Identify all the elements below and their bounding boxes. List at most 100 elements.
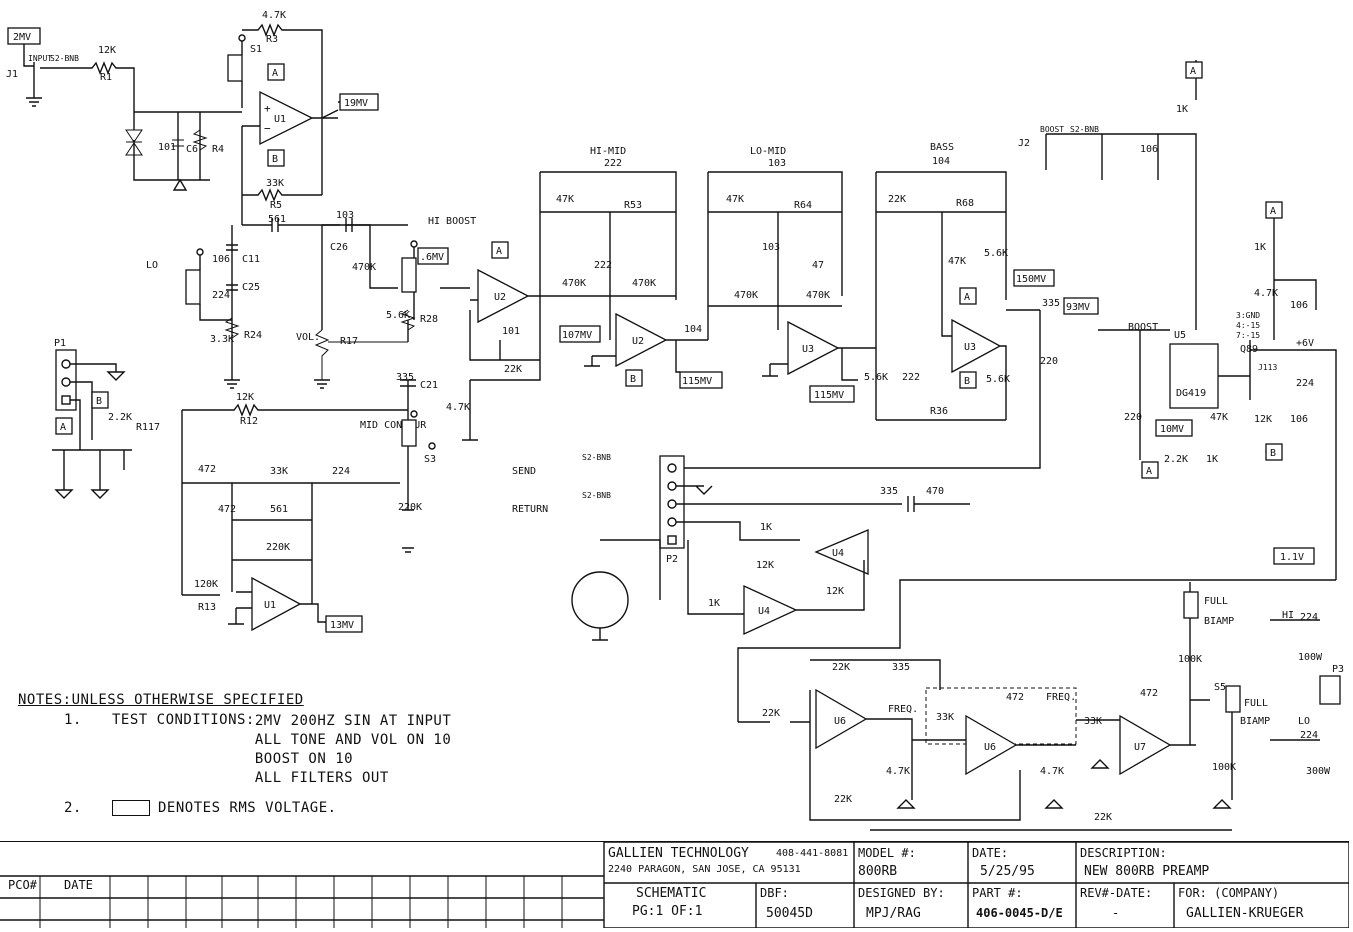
p1-rail-b-text: B [96, 396, 102, 407]
model-label: MODEL #: [858, 846, 916, 860]
c35-value: 224 [1296, 378, 1314, 389]
part-value: 406-0045-D/E [976, 906, 1063, 920]
s1-switch[interactable] [227, 54, 243, 82]
freq-gang-pot [925, 687, 1077, 745]
rms-1v1 [1273, 547, 1315, 565]
wire [539, 171, 677, 300]
vol-pot [314, 329, 408, 380]
r1-ref: R1 [100, 72, 112, 83]
freq-label-2: FREQ. [1046, 692, 1076, 703]
wire [1016, 700, 1196, 746]
s5-full-biamp-switch[interactable] [1225, 685, 1241, 713]
vol-label: VOL. [296, 332, 320, 343]
r30-value: 4.7K [446, 402, 470, 413]
wire [737, 579, 1336, 722]
u4-label: U4 [832, 548, 844, 559]
gnd-label: 3:GND [1236, 311, 1260, 320]
note-1-conditions: 2MV 200HZ SIN AT INPUT ALL TONE AND VOL … [255, 712, 451, 788]
r3-ref: R3 [266, 34, 278, 45]
j113-label: J113 [1258, 363, 1277, 372]
note-1-line-3: BOOST ON 10 [254, 751, 354, 767]
r17-ref: R17 [340, 336, 358, 347]
hiboost-wiring [407, 247, 415, 470]
p1-rail-b [91, 391, 109, 409]
p2-pin5 [667, 535, 677, 545]
u3b-opamp [951, 318, 1002, 374]
u7-opamp [1119, 714, 1172, 776]
note-2-text: DENOTES RMS VOLTAGE. [158, 800, 337, 816]
rms-dg-text: 10MV [1160, 424, 1184, 435]
c86-value: 224 [1300, 612, 1318, 623]
c37-value: 222 [604, 158, 622, 169]
u6-opamp [815, 688, 868, 750]
title-block-grid [0, 842, 1349, 928]
note-1-label: TEST CONDITIONS: [112, 712, 255, 728]
lomid-label: LO-MID [750, 146, 786, 157]
wire [52, 363, 132, 490]
wire [1273, 218, 1317, 340]
s5-label: S5 [1214, 682, 1226, 693]
u3b-rail-b [959, 371, 977, 389]
biamp-label-1: BIAMP [1204, 616, 1234, 627]
himid-label: HI-MID [590, 146, 626, 157]
input-jack-ground [23, 44, 42, 107]
r1-value: 12K [98, 45, 116, 56]
r91-value: 4.7K [1254, 288, 1278, 299]
rms-box-legend [112, 800, 150, 816]
dbf-value: 50045D [766, 906, 813, 921]
rms-u2b [679, 371, 723, 389]
r53-ref: R53 [624, 200, 642, 211]
r13-ref: R13 [198, 602, 216, 613]
hiboost-switch[interactable] [401, 257, 417, 293]
u3b-label: U3 [964, 342, 976, 353]
r4-res [192, 129, 208, 151]
u1-wiring [241, 117, 338, 225]
dg-rail-a2 [1141, 461, 1159, 479]
j2-label: J2 [1018, 138, 1030, 149]
rev-value: - [1112, 906, 1120, 920]
c25-ref: C25 [242, 282, 260, 293]
rail-a-u1 [267, 63, 285, 81]
ground-2 [224, 379, 240, 389]
midcontour-switch[interactable] [401, 419, 417, 447]
rms-1v1-text: 1.1V [1280, 552, 1304, 563]
r98-value: 4.7K [886, 766, 910, 777]
lo-switch[interactable] [185, 269, 201, 305]
p2-pin1 [667, 463, 677, 473]
wire [680, 310, 1041, 469]
rms-u3 [809, 385, 855, 403]
rms-u3-text: 115MV [814, 390, 844, 401]
r87a-value: 2.2K [1164, 454, 1188, 465]
r60-value: 22K [888, 194, 906, 205]
s4-full-biamp-switch[interactable] [1183, 591, 1199, 619]
rms-u2b-text: 115MV [682, 376, 712, 387]
v4-label: 4:-15 [1236, 321, 1260, 330]
c113-value: 472 [1140, 688, 1158, 699]
r12-path [182, 403, 408, 417]
u1-plus: + [264, 102, 271, 115]
j1-jack-label: INPUT [28, 54, 52, 63]
dg-rail-a-text: A [1190, 66, 1196, 77]
r5-value: 33K [266, 178, 284, 189]
rail-a-text: A [272, 68, 278, 79]
for-label: FOR: (COMPANY) [1178, 886, 1280, 900]
v7-label: 7:-15 [1236, 331, 1260, 340]
q-rail-b-text: B [1270, 448, 1276, 459]
j1-bnb-label: S2-BNB [50, 54, 79, 63]
rms-u1b [325, 615, 363, 633]
c21-value: 335 [396, 372, 414, 383]
u1-opamp [259, 90, 314, 146]
dg419-label: DG419 [1176, 388, 1206, 399]
u5-label: U5 [1174, 330, 1186, 341]
note-1-number: 1. [64, 712, 82, 728]
r106-value: 22K [834, 794, 852, 805]
rms-bass-text: 150MV [1016, 274, 1046, 285]
lo-wiring [199, 225, 238, 380]
r48-value: 47K [726, 194, 744, 205]
wire [462, 380, 478, 441]
u1-minus: − [264, 122, 271, 135]
s1-contact [238, 34, 246, 42]
designed-value: MPJ/RAG [866, 906, 921, 921]
r45-value: 5.6K [864, 372, 888, 383]
send-bnb-label: S2-BNB [582, 453, 611, 462]
